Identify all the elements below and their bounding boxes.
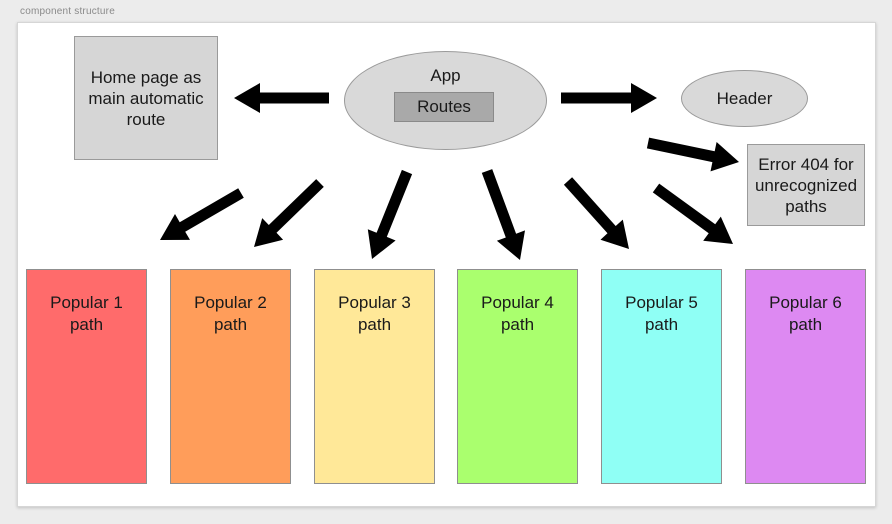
popular-path-box-1: Popular 1 path <box>26 269 147 484</box>
popular-path-box-3: Popular 3 path <box>314 269 435 484</box>
popular-path-label-3: Popular 3 path <box>338 293 411 334</box>
arrow-to-popular-5 <box>563 177 629 249</box>
routes-box: Routes <box>394 92 494 122</box>
home-page-box: Home page as main automatic route <box>74 36 218 160</box>
popular-path-label-4: Popular 4 path <box>481 293 554 334</box>
arrow-to-popular-4 <box>481 169 525 260</box>
popular-path-label-6: Popular 6 path <box>769 293 842 334</box>
popular-path-box-5: Popular 5 path <box>601 269 722 484</box>
error-404-box: Error 404 for unrecognized paths <box>747 144 865 226</box>
error-404-label: Error 404 for unrecognized paths <box>754 154 858 216</box>
arrow-to-popular-1 <box>160 188 244 240</box>
popular-path-label-1: Popular 1 path <box>50 293 123 334</box>
popular-path-label-2: Popular 2 path <box>194 293 267 334</box>
arrow-to-header <box>561 83 657 113</box>
popular-path-box-4: Popular 4 path <box>457 269 578 484</box>
header-ellipse: Header <box>681 70 808 127</box>
header-label: Header <box>716 88 773 108</box>
arrow-to-home <box>234 83 329 113</box>
arrow-to-popular-2 <box>254 179 324 247</box>
diagram-caption: component structure <box>20 6 115 17</box>
popular-path-label-5: Popular 5 path <box>625 293 698 334</box>
arrow-to-popular-3 <box>367 169 413 259</box>
app-label: App <box>430 66 461 85</box>
arrow-to-popular-6 <box>652 183 733 244</box>
popular-path-box-6: Popular 6 path <box>745 269 866 484</box>
popular-path-box-2: Popular 2 path <box>170 269 291 484</box>
home-page-label: Home page as main automatic route <box>88 67 204 129</box>
app-ellipse: App Routes <box>344 51 547 150</box>
arrow-to-error-404 <box>646 137 739 172</box>
